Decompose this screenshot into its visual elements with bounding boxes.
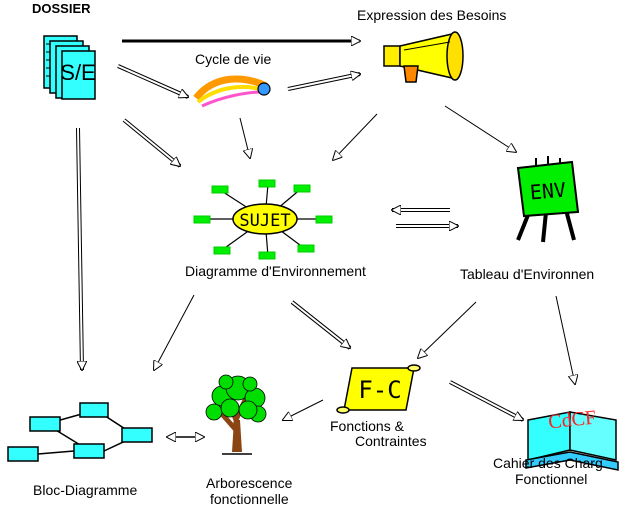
arrow-expression-to-diagramme xyxy=(333,113,378,160)
cahier-label-line1: Cahier des Charg xyxy=(493,455,603,471)
arrow-fonctions-to-arborescence xyxy=(283,399,324,420)
arrow-tableau-to-fonctions xyxy=(418,301,477,358)
fc-scroll-icon: F-C xyxy=(336,364,421,414)
bloc-diagram-icon xyxy=(7,402,153,462)
arrow-tableau-to-cahier xyxy=(555,295,575,384)
cahier-label-line2: Fonctionnel xyxy=(515,471,588,487)
dossier-icon: S/E xyxy=(43,35,96,100)
expression-label: Expression des Besoins xyxy=(357,7,507,23)
megaphone-icon xyxy=(383,31,464,83)
arborescence-label-line2: fonctionnelle xyxy=(210,491,289,507)
arrow-expression-to-tableau xyxy=(444,105,516,152)
tableau-label: Tableau d'Environnen xyxy=(460,266,595,282)
dossier-label: DOSSIER xyxy=(32,1,91,16)
env-easel-icon: ENV xyxy=(516,156,580,243)
bloc-label: Bloc-Diagramme xyxy=(33,482,138,498)
fonctions-label-line1: Fonctions & xyxy=(330,418,404,434)
cycle-label: Cycle de vie xyxy=(195,51,272,67)
sujet-icon-text: SUJET xyxy=(239,211,290,231)
diagramme-label: Diagramme d'Environnement xyxy=(185,263,366,279)
arrow-cycle-to-diagramme xyxy=(239,117,250,158)
comet-icon xyxy=(193,75,271,108)
fc-icon-text: F-C xyxy=(358,376,401,404)
se-icon-text: S/E xyxy=(60,60,95,85)
connector-arrows xyxy=(76,41,575,437)
arborescence-label-line1: Arborescence xyxy=(206,475,293,491)
fonctions-label-line2: Contraintes xyxy=(355,433,427,449)
cdcf-book-icon: CdCF xyxy=(525,407,619,471)
cdcf-icon-text: CdCF xyxy=(547,407,597,434)
env-icon-text: ENV xyxy=(529,177,567,204)
arrow-diagramme-to-bloc xyxy=(154,294,195,370)
sujet-diagram-icon: SUJET xyxy=(193,179,333,260)
tree-icon xyxy=(205,374,267,455)
